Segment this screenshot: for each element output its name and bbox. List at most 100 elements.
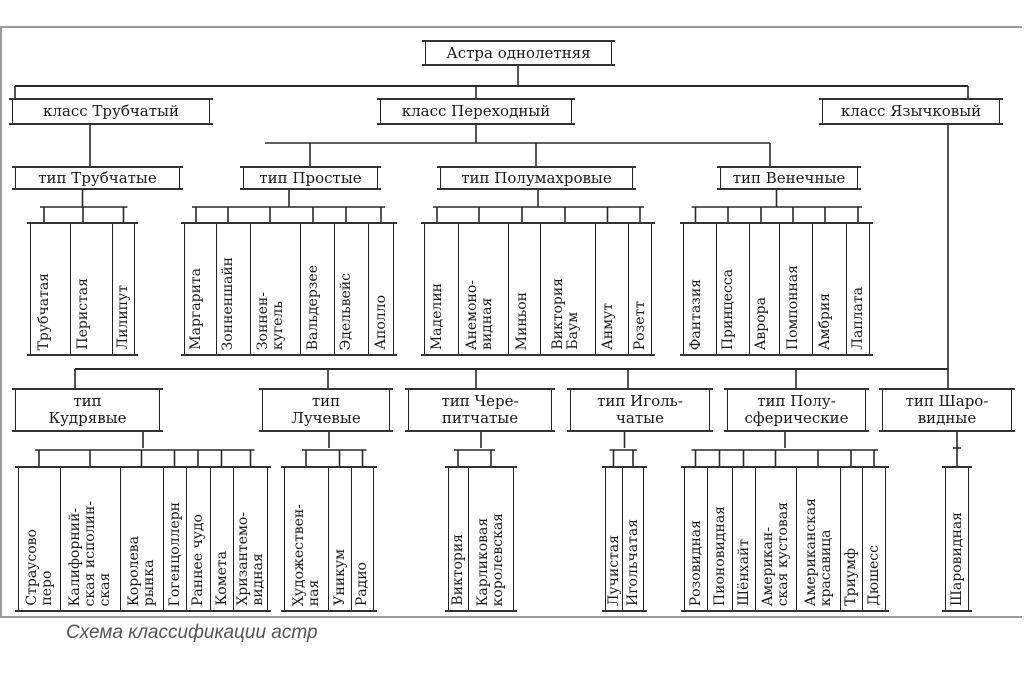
variety-leaf: Трубчатая: [30, 224, 58, 354]
variety-leaf: Королева рынка: [120, 468, 163, 610]
variety-label: Зонненшайн: [220, 256, 236, 350]
variety-label: Американ- ская кустовая: [760, 501, 791, 606]
variety-leaf: Анмут: [595, 224, 620, 354]
variety-leaf: Маргарита: [184, 224, 208, 354]
variety-label: Игольчатая: [624, 518, 641, 606]
variety-label: Лилипут: [115, 285, 131, 350]
variety-leaf: Страусово перо: [18, 468, 60, 610]
type-node: тип Венечные: [717, 166, 861, 190]
variety-group: [421, 222, 655, 356]
type-node: тип Полу- сферические: [724, 388, 869, 432]
variety-label: Амбрия: [817, 292, 833, 350]
variety-label: Зоннен- кугель: [254, 291, 286, 350]
variety-label: Калифорний- ская исполин- ская: [67, 500, 113, 606]
variety-label: Королева рынка: [126, 535, 157, 606]
variety-leaf: Помпонная: [779, 224, 807, 354]
variety-leaf: Амбрия: [812, 224, 838, 354]
type-node: тип Лучевые: [259, 388, 393, 432]
variety-leaf: Радио: [351, 468, 374, 610]
class-node: класс Язычковый: [819, 98, 1003, 125]
variety-label: Виктория Баум: [549, 278, 581, 350]
variety-leaf: Розовидная: [684, 468, 707, 610]
variety-label: Вальдерзее: [305, 264, 321, 350]
variety-leaf: Уникум: [328, 468, 351, 610]
variety-group: [281, 466, 377, 612]
variety-group: [15, 466, 271, 612]
variety-label: Фантазия: [687, 278, 704, 350]
variety-leaf: Аполло: [368, 224, 394, 354]
variety-label: Дюшесс: [865, 545, 882, 606]
variety-leaf: Вальдерзее: [300, 224, 326, 354]
variety-label: Радио: [354, 561, 370, 606]
type-node: тип Трубчатые: [12, 166, 183, 190]
variety-label: Уникум: [331, 549, 348, 606]
type-node: тип Иголь- чатые: [567, 388, 713, 432]
variety-label: Розовидная: [687, 519, 704, 606]
variety-label: Помпонная: [785, 264, 801, 350]
variety-group: [681, 466, 889, 612]
diagram-frame: [0, 26, 1022, 618]
variety-label: Миньон: [514, 291, 530, 350]
variety-label: Шаровидная: [948, 511, 965, 606]
variety-label: Шёнхайт: [735, 539, 752, 606]
variety-label: Лаплата: [849, 287, 866, 350]
variety-leaf: Художествен- ная: [284, 468, 328, 610]
variety-group: [27, 222, 138, 356]
variety-label: Эдельвейс: [338, 272, 354, 350]
variety-leaf: Калифорний- ская исполин- ская: [60, 468, 120, 610]
variety-leaf: Перистая: [70, 224, 96, 354]
variety-leaf: Американ- ская кустовая: [755, 468, 796, 610]
variety-leaf: Гогенцоллерн: [163, 468, 186, 610]
variety-group: [181, 222, 397, 356]
type-node: тип Чере- питчатые: [405, 388, 555, 432]
variety-label: Пионовидная: [711, 505, 728, 606]
variety-leaf: Розетт: [628, 224, 652, 354]
variety-leaf: Анемоно- видная: [458, 224, 500, 354]
root-node: Астра однолетняя: [422, 40, 615, 66]
variety-leaf: Пионовидная: [707, 468, 732, 610]
variety-label: Страусово перо: [23, 529, 55, 606]
variety-leaf: Виктория Баум: [540, 224, 590, 354]
variety-label: Перистая: [75, 278, 91, 350]
type-node: тип Простые: [240, 166, 381, 190]
variety-label: Маргарита: [188, 268, 204, 350]
class-node: класс Трубчатый: [9, 98, 213, 125]
variety-label: Аврора: [753, 296, 769, 350]
variety-leaf: Комета: [210, 468, 233, 610]
variety-label: Карликовая королевская: [475, 512, 506, 606]
variety-leaf: Шаровидная: [945, 468, 969, 610]
variety-leaf: Американская красавица: [796, 468, 840, 610]
variety-leaf: Маделин: [424, 224, 450, 354]
variety-label: Хризантемо- видная: [234, 512, 266, 606]
variety-leaf: Игольчатая: [622, 468, 644, 610]
variety-leaf: Хризантемо- видная: [233, 468, 268, 610]
variety-leaf: Зонненшайн: [216, 224, 240, 354]
variety-label: Маделин: [429, 282, 445, 350]
variety-label: Анмут: [599, 303, 616, 350]
variety-label: Аполло: [372, 295, 389, 350]
variety-leaf: Карликовая королевская: [468, 468, 514, 610]
variety-group: [680, 222, 873, 356]
type-node: тип Полумахровые: [437, 166, 636, 190]
variety-leaf: Раннее чудо: [186, 468, 210, 610]
type-node: тип Шаро- видные: [879, 388, 1015, 432]
variety-leaf: Шёнхайт: [732, 468, 755, 610]
variety-group: [942, 466, 972, 612]
variety-label: Художествен- ная: [290, 503, 322, 606]
variety-label: Триумф: [843, 548, 859, 606]
variety-group: [602, 466, 647, 612]
diagram-caption: Схема классификации астр: [66, 622, 318, 643]
variety-leaf: Триумф: [840, 468, 862, 610]
variety-label: Комета: [213, 551, 230, 606]
variety-label: Лучистая: [605, 534, 622, 606]
variety-label: Трубчатая: [36, 272, 52, 351]
variety-leaf: Принцесса: [716, 224, 740, 354]
variety-leaf: Лилипут: [112, 224, 135, 354]
variety-label: Раннее чудо: [190, 514, 206, 606]
variety-leaf: Фантазия: [683, 224, 708, 354]
variety-leaf: Эдельвейс: [334, 224, 358, 354]
variety-leaf: Дюшесс: [862, 468, 886, 610]
variety-leaf: Миньон: [508, 224, 536, 354]
variety-leaf: Лучистая: [605, 468, 622, 610]
